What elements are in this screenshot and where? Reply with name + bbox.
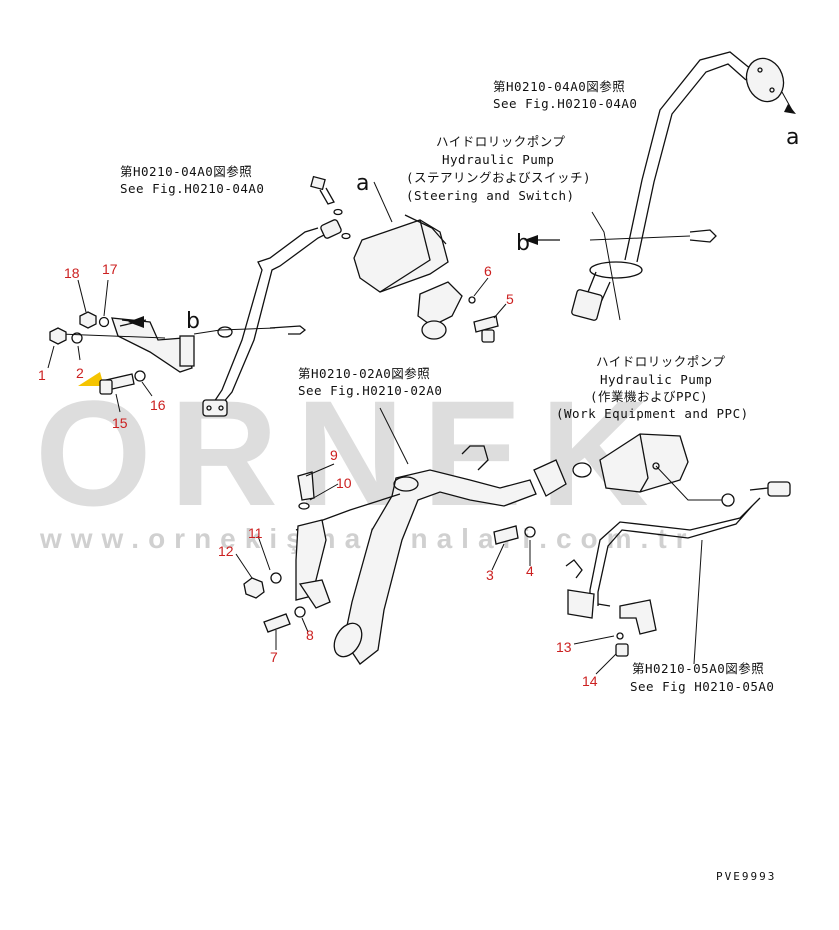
left-hardware bbox=[49, 311, 146, 395]
steering-pump-en: Hydraulic Pump bbox=[442, 152, 554, 167]
part-number-6: 6 bbox=[484, 263, 492, 279]
ref-04a0-left-jp: 第H0210-04A0図参照 bbox=[120, 164, 252, 179]
ref-02a0-jp: 第H0210-02A0図参照 bbox=[298, 366, 430, 381]
right-upper-pipe bbox=[524, 51, 796, 321]
drawing-code: PVE9993 bbox=[716, 870, 776, 883]
part-number-8: 8 bbox=[306, 627, 314, 643]
watermark-url: www.ornekişmakinalari.com.tr bbox=[39, 523, 696, 554]
part-number-16: 16 bbox=[150, 397, 166, 413]
part-number-2: 2 bbox=[76, 365, 84, 381]
work-pump-jp-sub: (作業機およびPPC) bbox=[590, 389, 708, 404]
reference-left: 第H0210-04A0図参照 See Fig.H0210-04A0 bbox=[120, 164, 264, 196]
part-number-15: 15 bbox=[112, 415, 128, 431]
ref-04a0-right-jp: 第H0210-04A0図参照 bbox=[493, 79, 625, 94]
reference-lower-right: 第H0210-05A0図参照 See Fig H0210-05A0 bbox=[630, 661, 774, 694]
work-pump bbox=[599, 433, 791, 507]
letter-a-right: a bbox=[786, 125, 799, 150]
work-pump-label: ハイドロリックポンプ Hydraulic Pump (作業機およびPPC) (W… bbox=[556, 354, 749, 421]
steering-pump-jp-sub: (ステアリングおよびスイッチ) bbox=[406, 170, 591, 185]
ref-05a0-en: See Fig H0210-05A0 bbox=[630, 679, 774, 694]
part-number-4: 4 bbox=[526, 563, 534, 579]
part-number-11: 11 bbox=[248, 525, 263, 541]
work-pump-en-sub: (Work Equipment and PPC) bbox=[556, 406, 749, 421]
watermark: ORNEK www.ornekişmakinalari.com.tr bbox=[35, 369, 696, 554]
central-suction-hose bbox=[243, 407, 592, 665]
part-number-12: 12 bbox=[218, 543, 234, 559]
steering-pump-label: ハイドロリックポンプ Hydraulic Pump (ステアリングおよびスイッチ… bbox=[406, 134, 591, 203]
part-number-14: 14 bbox=[582, 673, 598, 689]
part-number-17: 17 bbox=[102, 261, 118, 277]
letter-a-top: a bbox=[356, 171, 369, 196]
ref-02a0-en: See Fig.H0210-02A0 bbox=[298, 383, 442, 398]
steering-pump-en-sub: (Steering and Switch) bbox=[406, 188, 575, 203]
leader-lines bbox=[47, 277, 617, 675]
work-pump-en: Hydraulic Pump bbox=[600, 372, 712, 387]
part-number-9: 9 bbox=[330, 447, 338, 463]
steering-pump-jp: ハイドロリックポンプ bbox=[436, 134, 565, 149]
part-number-3: 3 bbox=[486, 567, 494, 583]
part-number-18: 18 bbox=[64, 265, 80, 281]
reference-center: 第H0210-02A0図参照 See Fig.H0210-02A0 bbox=[298, 366, 442, 398]
reference-right: 第H0210-04A0図参照 See Fig.H0210-04A0 bbox=[493, 79, 637, 111]
left-suction-line bbox=[202, 219, 342, 417]
pump-bracket bbox=[59, 316, 307, 373]
letter-b-right: b bbox=[516, 231, 530, 256]
part-numbers: 1 2 18 17 15 16 6 5 9 10 11 12 7 8 3 4 1… bbox=[38, 261, 598, 689]
part-number-5: 5 bbox=[506, 291, 514, 307]
part-number-10: 10 bbox=[336, 475, 352, 491]
part-number-1: 1 bbox=[38, 367, 46, 383]
watermark-brand: ORNEK bbox=[35, 369, 667, 537]
letter-b-left: b bbox=[186, 309, 200, 334]
part-number-13: 13 bbox=[556, 639, 572, 655]
steering-pump bbox=[310, 175, 499, 343]
ref-04a0-left-en: See Fig.H0210-04A0 bbox=[120, 181, 264, 196]
work-pump-jp: ハイドロリックポンプ bbox=[596, 354, 725, 369]
ref-04a0-right-en: See Fig.H0210-04A0 bbox=[493, 96, 637, 111]
ref-05a0-jp: 第H0210-05A0図参照 bbox=[632, 661, 764, 676]
watermark-accent-icon bbox=[78, 372, 104, 386]
right-lower-line bbox=[565, 497, 761, 665]
part-number-7: 7 bbox=[270, 649, 278, 665]
